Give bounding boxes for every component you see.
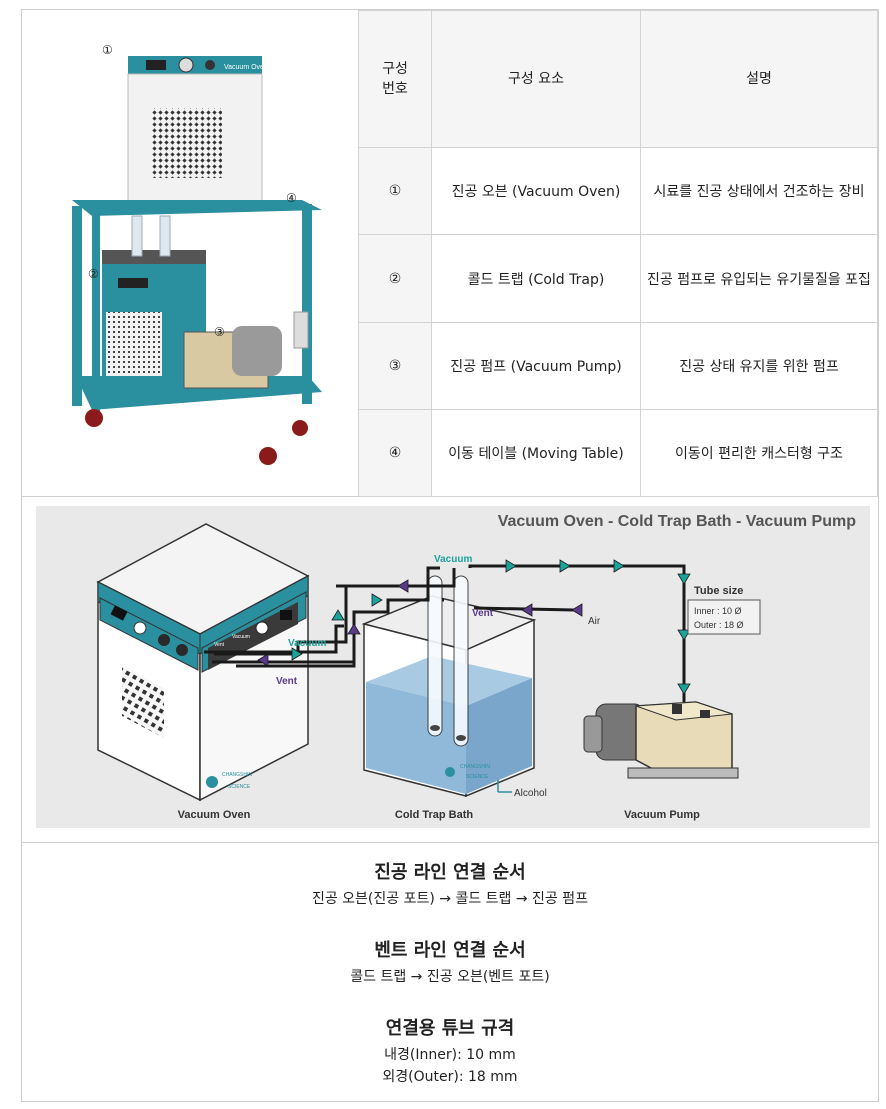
- diagram-pump: [583, 701, 739, 779]
- tube-inner: Inner : 10 Ø: [694, 606, 742, 616]
- components-table: 구성 번호 구성 요소 설명 ① 진공 오븐 (Vacuum Oven) 시료를…: [358, 10, 878, 497]
- vent-label-left: Vent: [276, 676, 298, 687]
- oven-port-vent: Vent: [214, 642, 225, 648]
- tube-size-title: Tube size: [694, 585, 743, 597]
- trap-brand: CHANGSHIN: [460, 764, 490, 770]
- connection-info: 진공 라인 연결 순서 진공 오븐(진공 포트) → 콜드 트랩 → 진공 펌프…: [22, 850, 878, 1088]
- row-component: 진공 오븐 (Vacuum Oven): [431, 147, 641, 235]
- air-label: Air: [588, 616, 601, 627]
- photo-marker-3: ③: [214, 325, 225, 339]
- diagram-cold-trap: CHANGSHIN SCIENCE Alcohol: [361, 575, 547, 799]
- photo-marker-1: ①: [102, 43, 113, 57]
- oven-port-vacuum: Vacuum: [232, 634, 250, 640]
- table-row: ④ 이동 테이블 (Moving Table) 이동이 편리한 캐스터형 구조: [358, 409, 878, 497]
- header-component: 구성 요소: [431, 10, 641, 148]
- vacuum-line-text: 진공 오븐(진공 포트) → 콜드 트랩 → 진공 펌프: [311, 891, 589, 907]
- vacuum-label-top: Vacuum: [434, 554, 472, 565]
- caption-oven: Vacuum Oven: [178, 809, 251, 821]
- section-divider: [22, 842, 878, 843]
- vacuum-label-left: Vacuum: [288, 638, 326, 649]
- photo-marker-4: ④: [286, 191, 297, 205]
- vacuum-line-title: 진공 라인 연결 순서: [374, 862, 526, 883]
- row-description: 이동이 편리한 캐스터형 구조: [640, 409, 878, 497]
- header-number: 구성 번호: [358, 10, 432, 148]
- table-row: ② 콜드 트랩 (Cold Trap) 진공 펌프로 유입되는 유기물질을 포집: [358, 234, 878, 323]
- row-description: 시료를 진공 상태에서 건조하는 장비: [640, 147, 878, 235]
- oven-brand-sub: SCIENCE: [228, 784, 251, 790]
- row-number: ③: [358, 322, 432, 410]
- header-description: 설명: [640, 10, 878, 148]
- row-number: ②: [358, 234, 432, 323]
- photo-marker-2: ②: [88, 267, 99, 281]
- diagram-title: Vacuum Oven - Cold Trap Bath - Vacuum Pu…: [498, 513, 857, 530]
- tube-spec-outer: 외경(Outer): 18 mm: [382, 1069, 518, 1085]
- tube-spec-title: 연결용 튜브 규격: [385, 1018, 515, 1039]
- row-component: 진공 펌프 (Vacuum Pump): [431, 322, 641, 410]
- tube-outer: Outer : 18 Ø: [694, 620, 744, 630]
- photo-oven-label: Vacuum Oven: [224, 64, 268, 71]
- tube-spec-inner: 내경(Inner): 10 mm: [384, 1047, 516, 1063]
- page-frame: Vacuum Oven: [21, 9, 879, 1102]
- table-row: ① 진공 오븐 (Vacuum Oven) 시료를 진공 상태에서 건조하는 장…: [358, 147, 878, 235]
- caption-pump: Vacuum Pump: [624, 809, 700, 821]
- alcohol-label: Alcohol: [514, 788, 547, 799]
- row-component: 콜드 트랩 (Cold Trap): [431, 234, 641, 323]
- vent-line-title: 벤트 라인 연결 순서: [374, 940, 526, 961]
- vent-line-text: 콜드 트랩 → 진공 오븐(벤트 포트): [350, 969, 550, 985]
- equipment-photo: Vacuum Oven: [32, 20, 350, 482]
- components-section: Vacuum Oven: [22, 10, 878, 497]
- row-number: ④: [358, 409, 432, 497]
- row-description: 진공 펌프로 유입되는 유기물질을 포집: [640, 234, 878, 323]
- table-row: ③ 진공 펌프 (Vacuum Pump) 진공 상태 유지를 위한 펌프: [358, 322, 878, 410]
- caption-trap: Cold Trap Bath: [395, 809, 474, 821]
- row-component: 이동 테이블 (Moving Table): [431, 409, 641, 497]
- oven-brand: CHANGSHIN: [222, 772, 252, 778]
- row-number: ①: [358, 147, 432, 235]
- row-description: 진공 상태 유지를 위한 펌프: [640, 322, 878, 410]
- vent-label-right: Vent: [472, 608, 494, 619]
- connection-diagram: Vacuum Oven - Cold Trap Bath - Vacuum Pu…: [36, 506, 870, 828]
- trap-brand-sub: SCIENCE: [466, 774, 489, 780]
